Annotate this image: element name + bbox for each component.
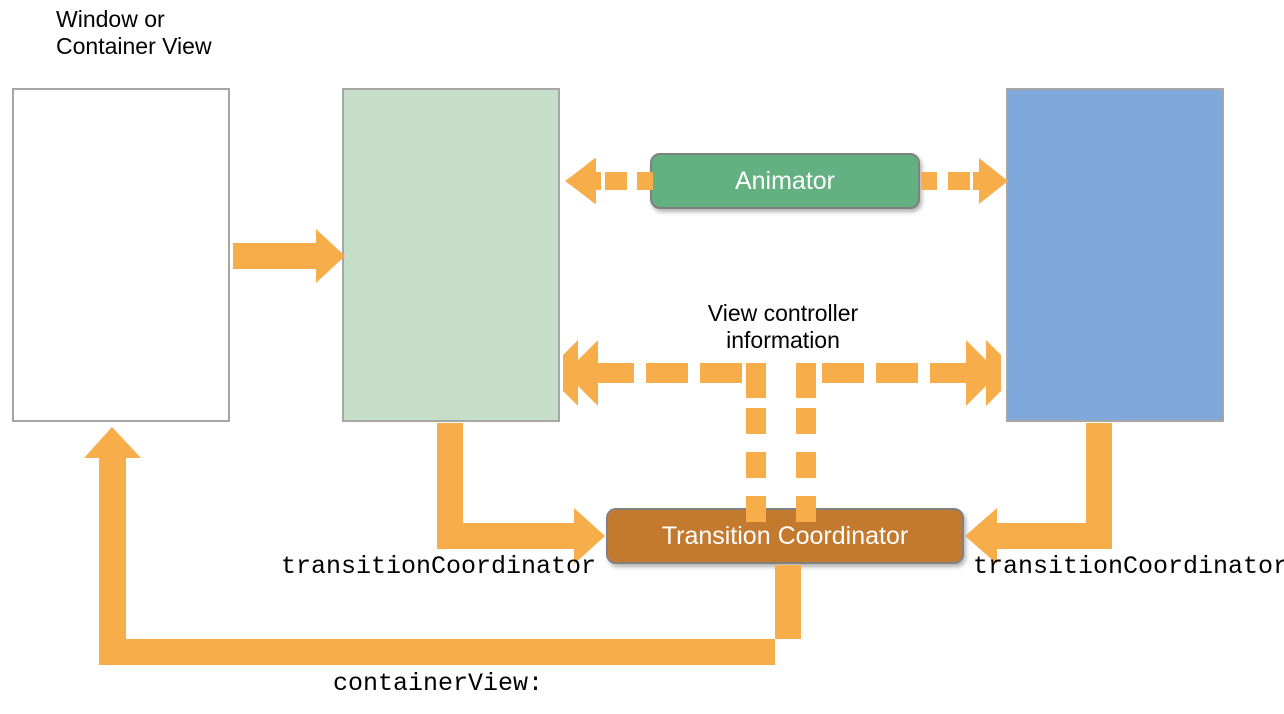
transition-coordinator-right-label: transitionCoordinator	[973, 552, 1284, 581]
container-view-label: containerView:	[333, 669, 544, 698]
to-view-box	[1006, 88, 1224, 422]
arrow-window-to-fromview	[233, 229, 345, 283]
arrow-animator-to-fromview	[565, 158, 653, 204]
window-container-view-title: Window or Container View	[56, 6, 212, 60]
window-container-view-box	[12, 88, 230, 422]
animator-node[interactable]: Animator	[650, 153, 920, 209]
arrow-toview-to-coordinator	[965, 423, 1112, 564]
transition-coordinator-left-label: transitionCoordinator	[281, 552, 597, 581]
arrow-coordinator-info-to-toview	[796, 340, 1001, 522]
view-controller-information-label: View controller information	[707, 300, 859, 354]
transition-coordinator-node[interactable]: Transition Coordinator	[606, 508, 964, 564]
arrow-animator-to-toview	[921, 158, 1008, 204]
animator-label: Animator	[734, 166, 836, 195]
transition-coordinator-label: Transition Coordinator	[661, 521, 909, 550]
arrow-fromview-to-coordinator	[437, 423, 605, 564]
arrow-coordinator-info-to-fromview	[563, 340, 766, 522]
from-view-box	[342, 88, 560, 422]
